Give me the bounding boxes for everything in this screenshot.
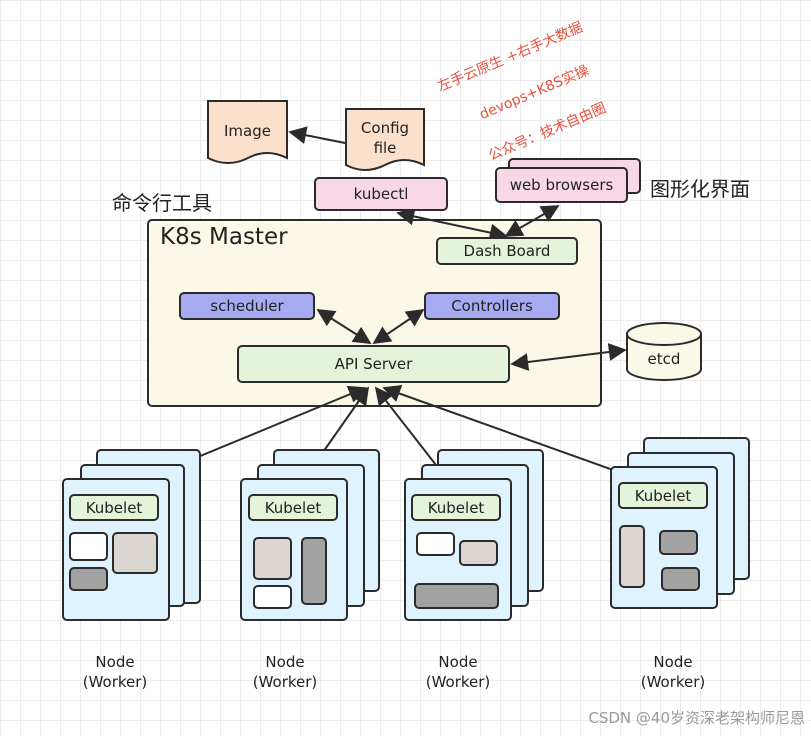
etcd-label: etcd <box>647 350 681 368</box>
config-file-document <box>345 108 425 171</box>
arrow-api-etcd <box>510 343 627 371</box>
arrow-scheduler-api <box>316 309 372 344</box>
web-browsers-box[interactable]: web browsers <box>495 167 628 203</box>
k8s-master-title: K8s Master <box>160 224 288 250</box>
controllers-box[interactable]: Controllers <box>424 292 560 320</box>
node3-pod-3 <box>414 583 499 609</box>
etcd-cylinder <box>626 322 702 381</box>
cli-tool-label: 命令行工具 <box>112 190 212 215</box>
arrow-controllers-api <box>372 308 425 345</box>
arrow-web-dashboard <box>504 205 560 237</box>
arrow-kubectl-dashboard <box>396 207 508 242</box>
kubectl-box[interactable]: kubectl <box>314 177 448 211</box>
image-document <box>207 100 288 164</box>
config-file-label: Config file <box>360 119 410 157</box>
node2-kubelet[interactable]: Kubelet <box>248 494 338 521</box>
dashboard-box[interactable]: Dash Board <box>436 237 578 265</box>
node4-pod-3 <box>661 567 700 591</box>
node2-label: Node (Worker) <box>252 653 318 691</box>
node2-pod-1 <box>253 537 292 580</box>
node3-pod-1 <box>416 532 455 556</box>
node1-label: Node (Worker) <box>82 653 148 691</box>
node4-pod-2 <box>659 530 698 555</box>
node3-kubelet[interactable]: Kubelet <box>411 494 501 521</box>
node4-pod-1 <box>619 525 645 588</box>
node1-pod-1 <box>69 532 108 561</box>
api-server-box[interactable]: API Server <box>237 345 510 383</box>
node1-pod-2 <box>112 532 158 574</box>
scheduler-box[interactable]: scheduler <box>179 292 315 320</box>
arrow-api-node4 <box>382 384 643 484</box>
node3-pod-2 <box>459 540 498 566</box>
node3-label: Node (Worker) <box>425 653 491 691</box>
node1-pod-3 <box>69 567 108 591</box>
gui-label: 图形化界面 <box>650 176 750 201</box>
image-label: Image <box>224 122 271 140</box>
node2-pod-2 <box>301 537 327 605</box>
node4-kubelet[interactable]: Kubelet <box>618 482 708 509</box>
node1-kubelet[interactable]: Kubelet <box>69 494 159 521</box>
node4-label: Node (Worker) <box>640 653 706 691</box>
node2-pod-3 <box>253 585 292 609</box>
arrow-config-to-image <box>288 126 346 145</box>
watermark: CSDN @40岁资深老架构师尼恩 <box>588 708 805 727</box>
